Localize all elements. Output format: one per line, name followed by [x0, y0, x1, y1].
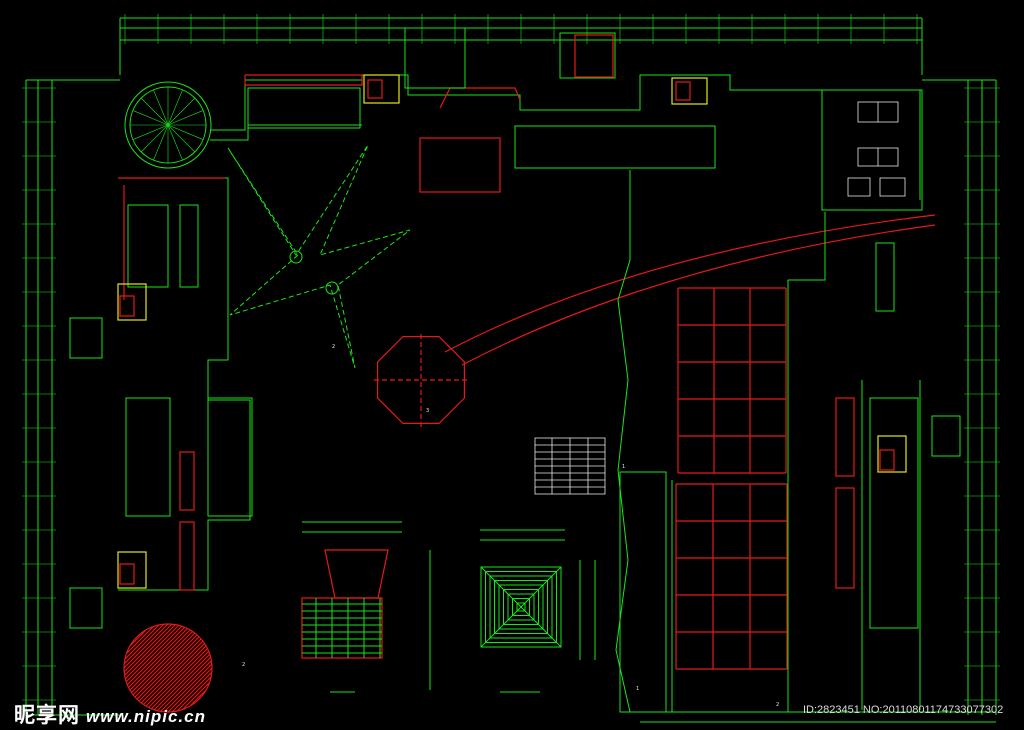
hatch-line	[167, 624, 212, 712]
svg-text:1: 1	[636, 686, 639, 692]
watermark-site: www.nipic.cn	[86, 707, 206, 726]
svg-text:1: 1	[622, 464, 625, 470]
hatch-line	[179, 624, 212, 712]
gazebo-rafter	[140, 124, 169, 153]
west-wing	[69, 177, 253, 629]
gazebo-rafter	[167, 97, 196, 126]
roof-ring	[485, 571, 557, 643]
hatch-line	[124, 624, 177, 712]
svg-text:3: 3	[426, 408, 429, 414]
gazebo-rafter	[132, 110, 169, 126]
hatch-line	[143, 624, 212, 712]
hatched-round-platform	[123, 623, 213, 713]
annotation-marks: 2 3 1 2 2 1	[242, 344, 779, 708]
roof-ring	[512, 598, 530, 616]
dimension-ticks	[22, 14, 1000, 701]
hatch-line	[175, 624, 212, 712]
hatch-line	[183, 624, 212, 712]
hatch-line	[124, 624, 165, 712]
roof-ring	[507, 593, 535, 621]
roof-ring	[498, 584, 544, 630]
gazebo-rafter	[167, 124, 204, 140]
roof-ring	[516, 602, 526, 612]
roof-hip	[480, 566, 562, 648]
hatch-line	[147, 624, 212, 712]
gazebo-rafter	[167, 89, 183, 126]
hatch-line	[151, 624, 212, 712]
hatch-line	[124, 624, 212, 712]
pyramid-roof-detail	[480, 529, 596, 693]
hatch-line	[139, 624, 212, 712]
hatch-line	[124, 624, 161, 712]
hatch-line	[124, 624, 169, 712]
hatch-line	[124, 624, 189, 712]
hatch-line	[155, 624, 212, 712]
roof-ring	[494, 580, 548, 634]
svg-text:2: 2	[776, 702, 779, 708]
room-labels-upper-right	[847, 101, 906, 197]
gazebo-rafter	[132, 124, 169, 140]
dimension-frame	[25, 17, 997, 723]
gazebo-rafter	[140, 97, 169, 126]
hatch-line	[124, 624, 153, 712]
hatch-line	[163, 624, 212, 712]
hatch-line	[124, 624, 157, 712]
hatch-line	[159, 624, 212, 712]
schedule-table	[534, 437, 606, 495]
east-wing	[835, 242, 961, 710]
svg-text:2: 2	[332, 344, 335, 350]
roof-ring	[480, 566, 562, 648]
hatch-line	[124, 624, 181, 712]
roof-ring	[489, 575, 553, 639]
stair-detail	[301, 521, 431, 693]
tensile-canopy	[227, 144, 411, 369]
octagon-pavilion	[374, 214, 936, 428]
gazebo-rafter	[153, 124, 169, 161]
hatch-line	[124, 624, 185, 712]
hatch-line	[124, 624, 193, 712]
gazebo-rafter	[153, 89, 169, 126]
watermark-logo-text: 昵享网	[14, 704, 80, 727]
hatch-line	[124, 624, 197, 712]
roof-ring	[503, 589, 539, 625]
gazebo-rafter	[167, 124, 183, 161]
watermark-id: ID:2823451 NO:20110801174733077302	[803, 704, 1004, 716]
north-pavilion-strip	[210, 27, 923, 211]
gazebo-rafter	[167, 124, 196, 153]
east-plaza	[615, 170, 826, 713]
service-rooms	[117, 74, 907, 589]
hatch-line	[171, 624, 212, 712]
watermark-logo: 昵享网 www.nipic.cn	[14, 699, 206, 729]
round-gazebo-plan	[124, 81, 212, 169]
hatch-line	[124, 624, 173, 712]
svg-text:2: 2	[242, 662, 245, 668]
gazebo-rafter	[167, 110, 204, 126]
